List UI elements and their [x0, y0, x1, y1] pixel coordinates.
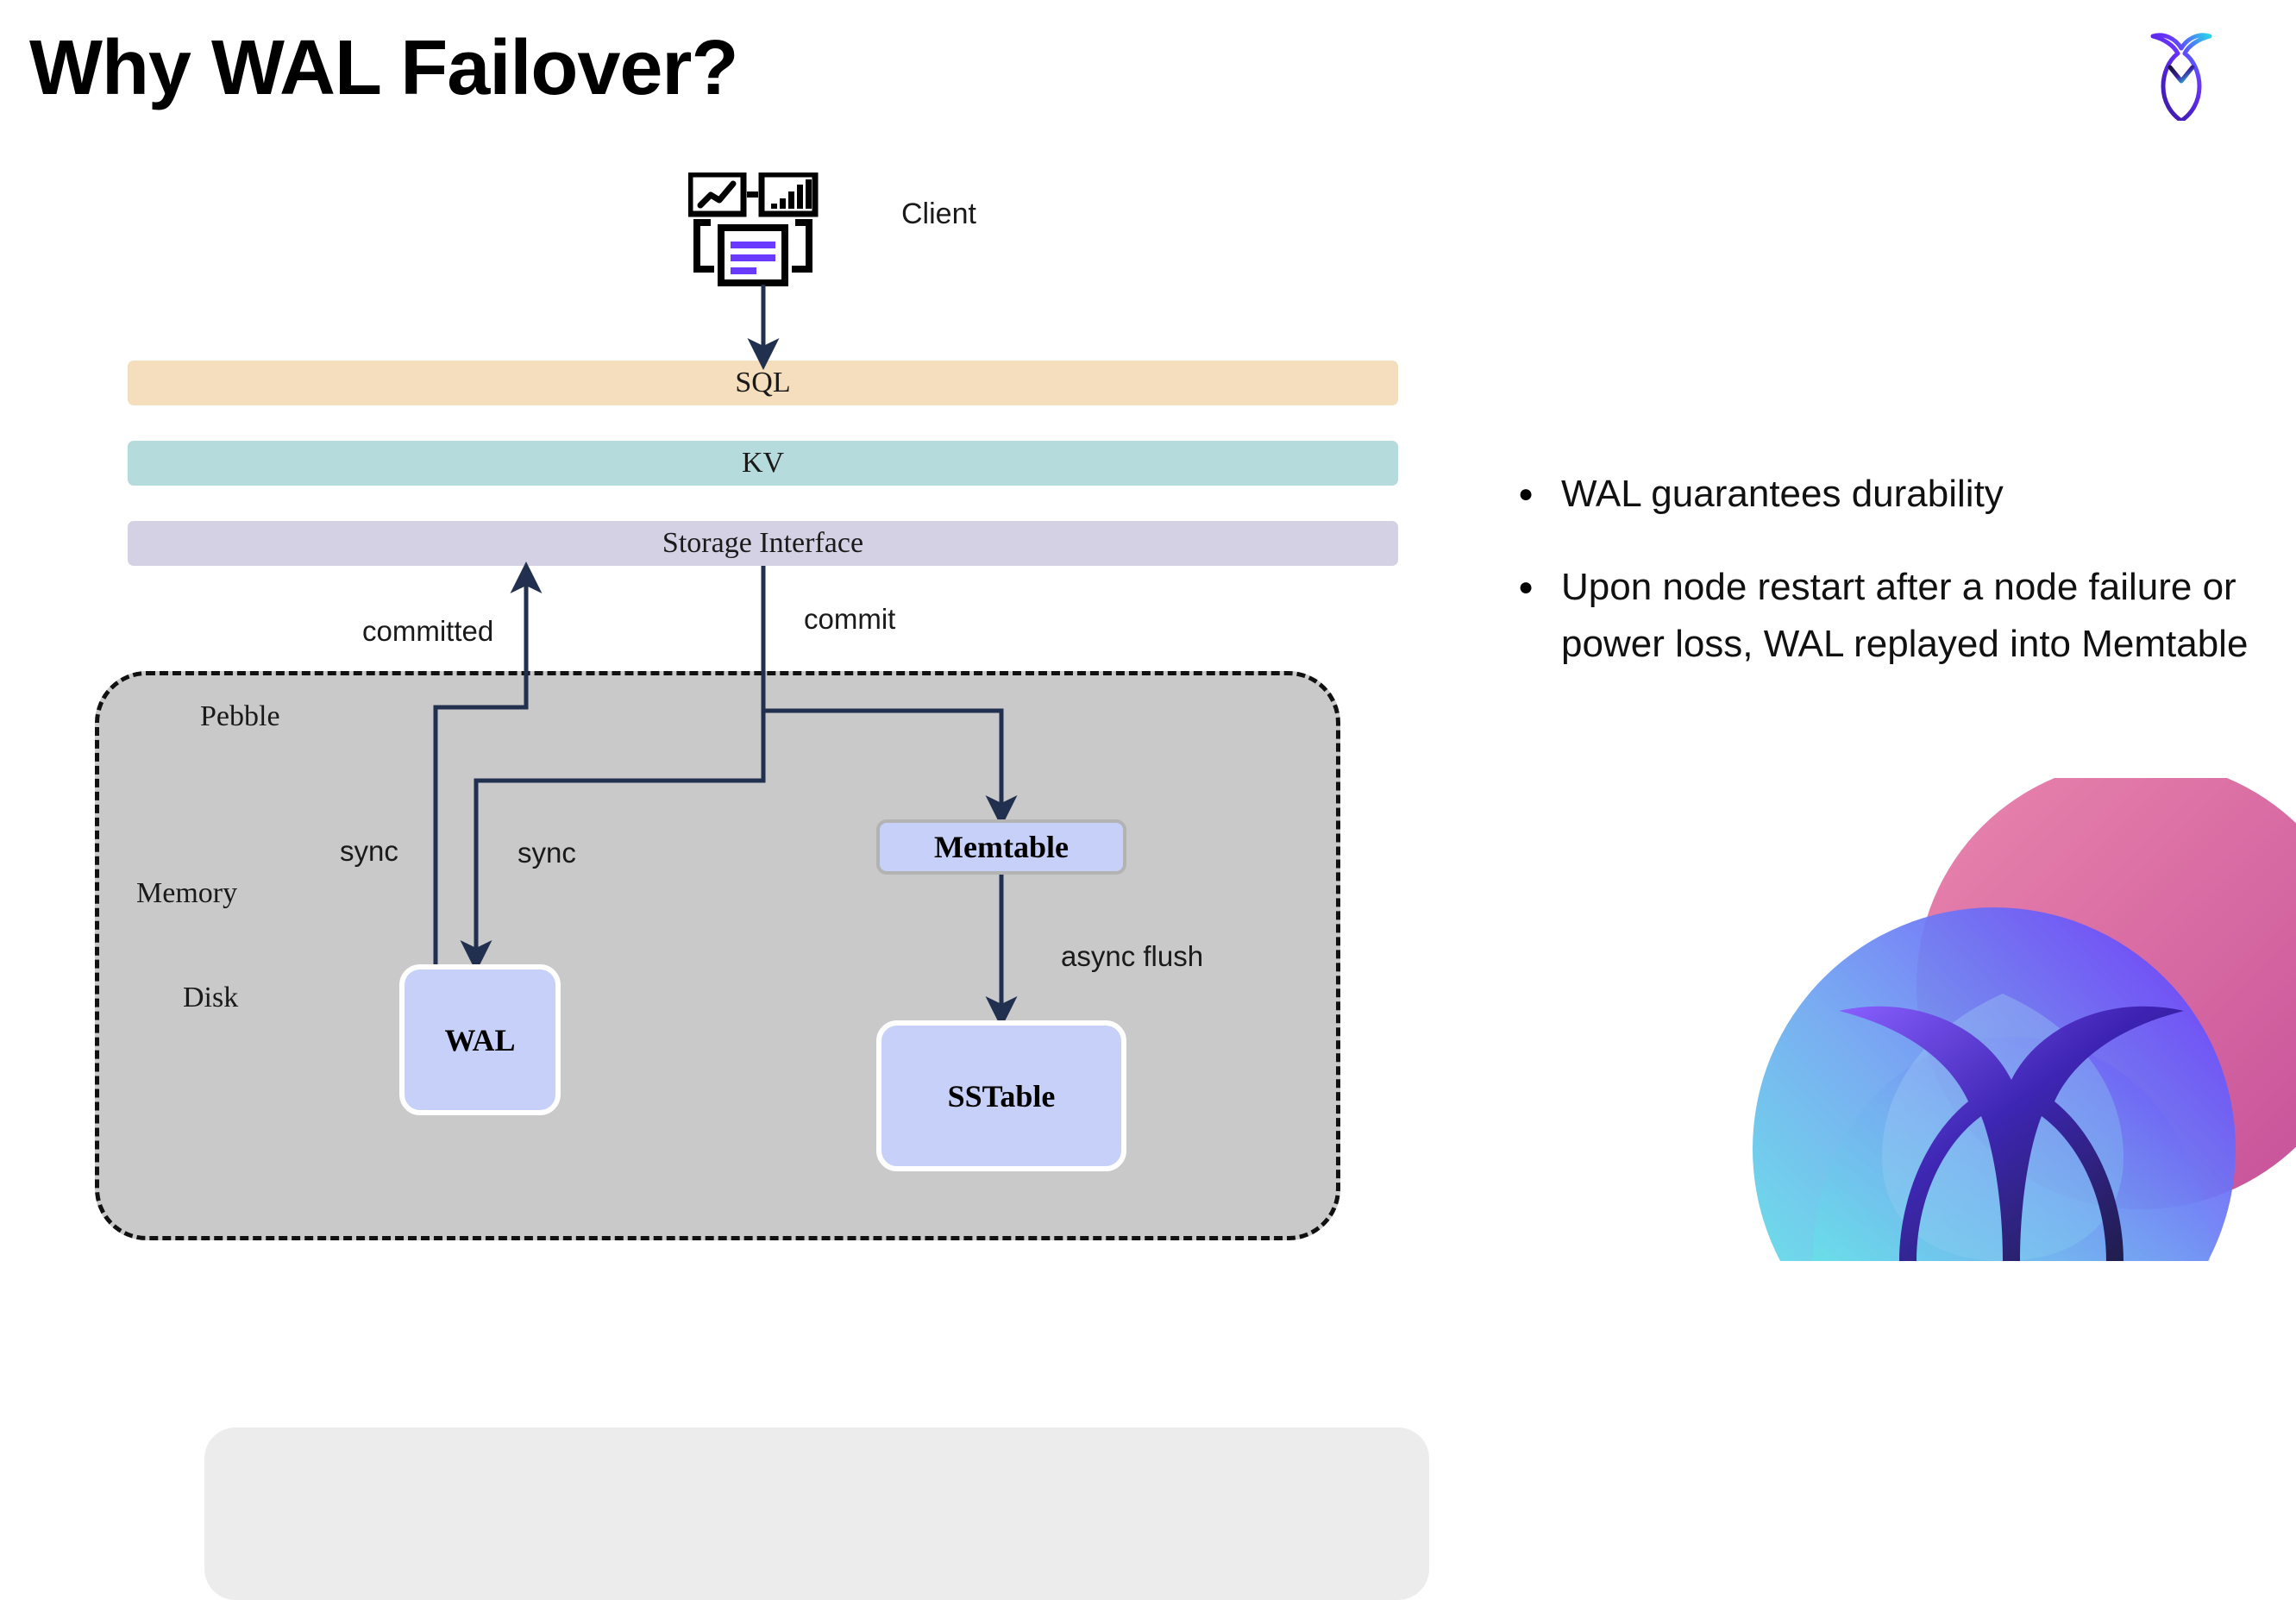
client-dashboard-icon — [687, 171, 826, 293]
memory-region — [204, 1427, 1429, 1600]
wal-label: WAL — [444, 1022, 516, 1057]
list-item: ● Upon node restart after a node failure… — [1518, 559, 2251, 673]
layer-bar-storage-interface-label: Storage Interface — [662, 527, 864, 559]
edge-label-sync-2: sync — [518, 837, 576, 869]
edge-label-committed: committed — [362, 615, 494, 647]
layer-bar-kv-label: KV — [741, 447, 785, 479]
bullet-text: Upon node restart after a node failure o… — [1561, 566, 2249, 665]
layer-bar-sql-label: SQL — [735, 367, 791, 398]
memory-label: Memory — [136, 877, 238, 909]
sstable-label: SSTable — [947, 1078, 1056, 1114]
cockroachdb-logo-icon — [2149, 24, 2213, 123]
bullet-text: WAL guarantees durability — [1561, 473, 2004, 515]
wal-box: WAL — [399, 964, 561, 1115]
disk-label: Disk — [183, 982, 239, 1013]
edge-label-sync-1: sync — [340, 835, 398, 867]
edge-label-async-flush: async flush — [1061, 940, 1204, 972]
pebble-label: Pebble — [200, 700, 280, 732]
decorative-brand-graphic — [1709, 761, 2296, 1390]
client-label: Client — [901, 198, 976, 230]
layer-bar-kv: KV — [128, 441, 1398, 486]
memtable-box: Memtable — [876, 819, 1126, 875]
page-title: Why WAL Failover? — [29, 25, 738, 111]
bullet-list: ● WAL guarantees durability ● Upon node … — [1518, 466, 2251, 709]
sstable-box: SSTable — [876, 1020, 1126, 1171]
memtable-label: Memtable — [934, 830, 1069, 864]
bullet-dot-icon: ● — [1518, 573, 1534, 601]
layer-bar-storage-interface: Storage Interface — [128, 521, 1398, 566]
edge-label-commit: commit — [804, 603, 896, 635]
list-item: ● WAL guarantees durability — [1518, 466, 2251, 523]
bullet-dot-icon: ● — [1518, 480, 1534, 508]
layer-bar-sql: SQL — [128, 361, 1398, 405]
